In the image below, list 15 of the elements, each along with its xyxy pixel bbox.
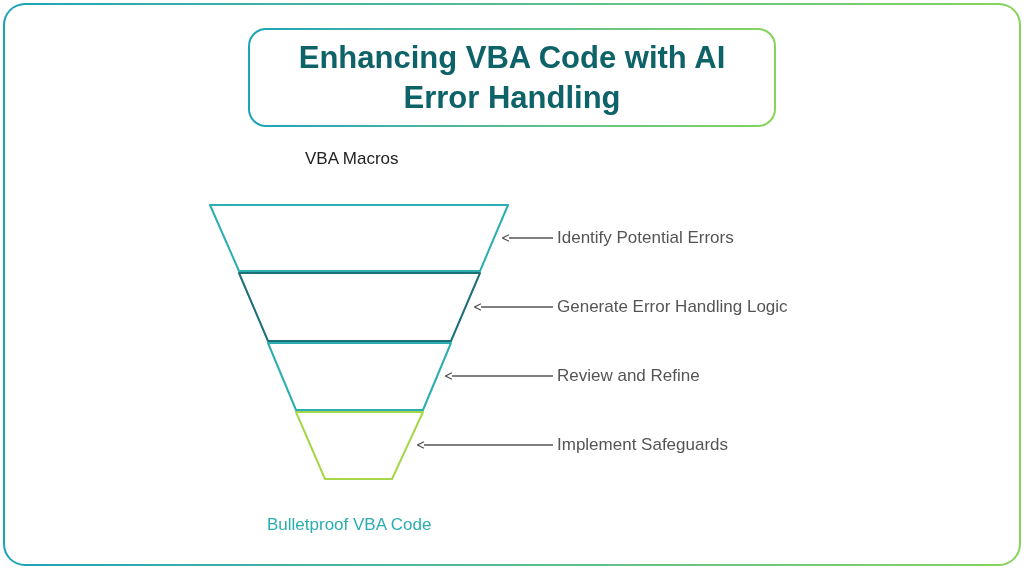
funnel-segment [296, 411, 423, 480]
stage-label: VBA Macros [305, 148, 399, 170]
step-label: Implement Safeguards [557, 434, 729, 456]
arrow [444, 372, 554, 380]
stage-label: Bulletproof VBA Code [267, 514, 432, 536]
step-label: Generate Error Handling Logic [557, 296, 788, 318]
funnel-segment [268, 342, 451, 411]
funnel-segment [239, 272, 480, 342]
title-text: Enhancing VBA Code with AI Error Handling [297, 38, 727, 117]
arrow [501, 234, 554, 242]
arrow [416, 441, 554, 449]
step-label: Review and Refine [557, 365, 700, 387]
step-label: Identify Potential Errors [557, 227, 734, 249]
arrow [473, 303, 554, 311]
funnel-segment [210, 204, 508, 272]
